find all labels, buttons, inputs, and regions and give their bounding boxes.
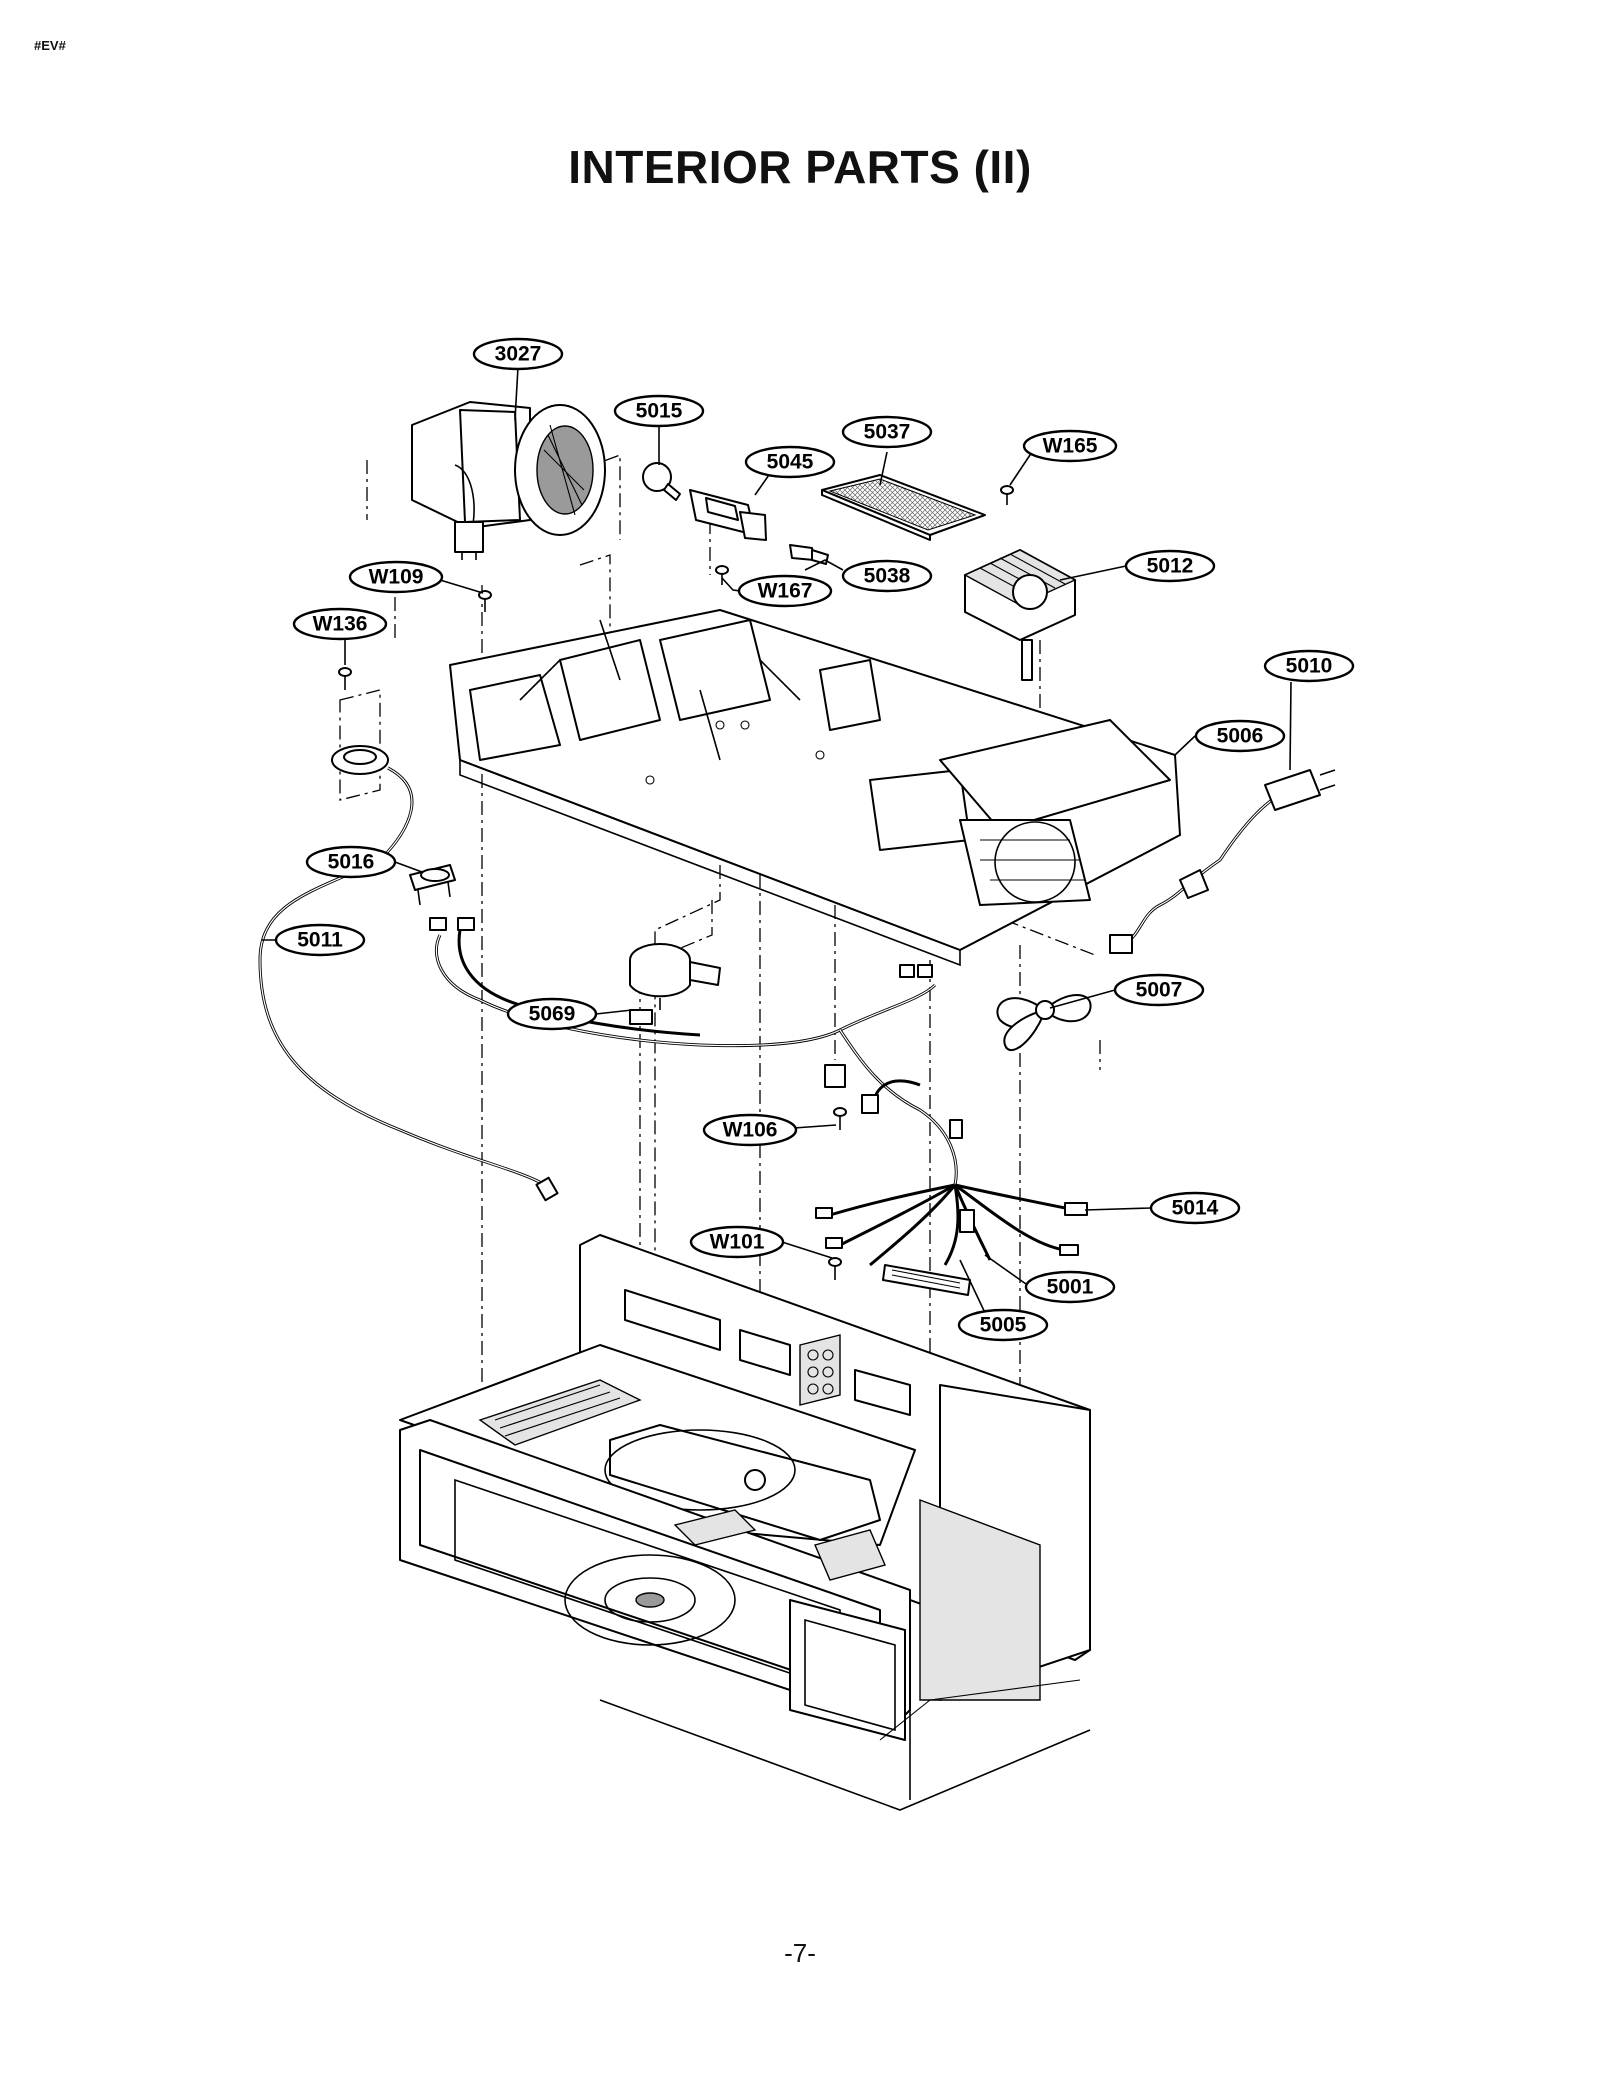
page-title: INTERIOR PARTS (II): [568, 141, 1032, 193]
callout-W106: W106: [702, 1113, 798, 1147]
screw-w165: [1000, 485, 1014, 505]
svg-text:W101: W101: [710, 1231, 765, 1254]
svg-text:W165: W165: [1043, 435, 1098, 458]
cabinet-cavity: [399, 1234, 1091, 1811]
callout-5011: 5011: [274, 923, 366, 957]
page-code: #EV#: [34, 38, 66, 53]
callout-3027: 3027: [472, 337, 564, 371]
callout-5010: 5010: [1263, 649, 1355, 683]
callout-W136: W136: [292, 607, 388, 641]
callout-W165: W165: [1022, 429, 1118, 463]
svg-text:5012: 5012: [1147, 555, 1194, 578]
svg-text:5007: 5007: [1136, 979, 1183, 1002]
fan-blade: [996, 994, 1092, 1052]
screw-w167: [715, 565, 729, 585]
page-number: -7-: [784, 1938, 816, 1968]
thermostat: [409, 864, 456, 906]
callout-W109: W109: [348, 560, 444, 594]
screw-w109: [478, 590, 492, 612]
svg-text:5006: 5006: [1217, 725, 1264, 748]
callout-5001: 5001: [1024, 1270, 1116, 1304]
svg-text:5015: 5015: [636, 400, 683, 423]
callout-5037: 5037: [841, 415, 933, 449]
callout-5015: 5015: [613, 394, 705, 428]
svg-text:5014: 5014: [1172, 1197, 1219, 1220]
svg-text:W167: W167: [758, 580, 813, 603]
callout-5038: 5038: [841, 559, 933, 593]
callout-5005: 5005: [957, 1308, 1049, 1342]
lamp-socket-bracket: [689, 489, 767, 541]
svg-text:3027: 3027: [495, 343, 542, 366]
turntable-motor: [629, 943, 721, 1010]
callout-5069: 5069: [506, 997, 598, 1031]
blower-fan-assembly: [411, 401, 606, 560]
lamp-socket: [789, 544, 829, 565]
charcoal-filter: [821, 474, 986, 541]
power-cord: [1109, 769, 1336, 954]
screw-w101: [828, 1257, 842, 1280]
callout-5012: 5012: [1124, 549, 1216, 583]
lamp-bulb: [642, 462, 681, 501]
callout-5007: 5007: [1113, 973, 1205, 1007]
base-plate: [449, 609, 1181, 967]
svg-text:5016: 5016: [328, 851, 375, 874]
svg-text:W106: W106: [723, 1119, 778, 1142]
svg-text:5011: 5011: [297, 929, 343, 952]
callout-5045: 5045: [744, 445, 836, 479]
wire-harness: [429, 917, 1088, 1296]
screw-w136: [338, 667, 352, 690]
callout-5014: 5014: [1149, 1191, 1241, 1225]
callout-5016: 5016: [305, 845, 397, 879]
damper-motor: [963, 549, 1077, 681]
callout-W167: W167: [737, 574, 833, 608]
screw-w106: [833, 1107, 847, 1130]
svg-text:5037: 5037: [864, 421, 911, 444]
screws: [338, 485, 1014, 1280]
svg-text:5045: 5045: [767, 451, 814, 474]
svg-text:5005: 5005: [980, 1314, 1027, 1337]
svg-text:5001: 5001: [1047, 1276, 1094, 1299]
svg-text:5038: 5038: [864, 565, 911, 588]
svg-text:W109: W109: [369, 566, 424, 589]
callout-5006: 5006: [1194, 719, 1286, 753]
svg-text:W136: W136: [313, 613, 368, 636]
svg-text:5069: 5069: [529, 1003, 576, 1026]
svg-text:5010: 5010: [1286, 655, 1333, 678]
thermistor-cable: [258, 745, 559, 1202]
callout-W101: W101: [689, 1225, 785, 1259]
